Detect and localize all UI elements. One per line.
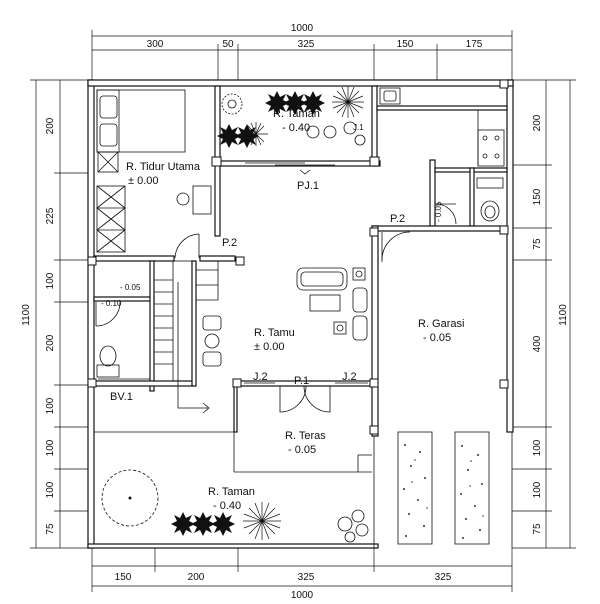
- dim-top-4: 150: [397, 39, 414, 50]
- dimension-bottom: 150 200 325 325 1000: [91, 548, 513, 601]
- garage-door: [381, 231, 411, 262]
- kitchen-fixtures: [379, 87, 505, 167]
- window-label-j1: J.1: [353, 123, 364, 132]
- bath-fixtures: [95, 301, 150, 380]
- room-level-teras: - 0.05: [288, 444, 316, 456]
- room-label-taman-top: R. Taman: [273, 108, 320, 120]
- desk: [176, 185, 212, 215]
- service-toilet: [435, 177, 504, 225]
- dim-right-6: 100: [532, 481, 543, 498]
- dim-right-1: 200: [532, 114, 543, 131]
- dimension-right: 200 150 75 400 100 100 75 1100: [512, 79, 576, 549]
- room-level-garasi: - 0.05: [423, 332, 451, 344]
- dimension-top: 1000 300 50 325 150 175: [91, 23, 513, 80]
- dim-left-2: 225: [45, 207, 56, 224]
- dim-left-3: 100: [45, 272, 56, 289]
- window-label-bv1: BV.1: [110, 391, 133, 403]
- room-level-taman-top: - 0.40: [282, 122, 310, 134]
- door-label-pj1: PJ.1: [297, 180, 319, 192]
- stairs: [153, 260, 219, 414]
- room-level-tamu: ± 0.00: [254, 341, 285, 353]
- level-service: - 0.05: [434, 201, 443, 222]
- window-label-j2-left: J.2: [253, 371, 268, 383]
- level-bath-2: - 0.10: [101, 299, 122, 308]
- dim-top-3: 325: [298, 39, 315, 50]
- dim-left-7: 100: [45, 481, 56, 498]
- dim-left-4: 200: [45, 334, 56, 351]
- driveway-strips: [397, 431, 490, 545]
- living-furniture: [202, 267, 368, 367]
- level-bath-1: - 0.05: [120, 283, 141, 292]
- room-label-teras: R. Teras: [285, 430, 326, 442]
- dim-right-5: 100: [532, 439, 543, 456]
- bottom-garden-plants: [101, 469, 369, 543]
- dim-bottom-1: 150: [115, 572, 132, 583]
- sliding-door-pj1: [245, 162, 335, 175]
- bedroom-door: [174, 233, 200, 259]
- dim-right-2: 150: [532, 188, 543, 205]
- room-label-taman-bottom: R. Taman: [208, 486, 255, 498]
- room-label-tidur-utama: R. Tidur Utama: [126, 161, 201, 173]
- dim-left-5: 100: [45, 397, 56, 414]
- room-label-garasi: R. Garasi: [418, 318, 464, 330]
- door-label-p2-bedroom: P.2: [222, 237, 237, 249]
- living-openings: [244, 382, 368, 413]
- dim-right-3: 75: [532, 238, 543, 250]
- door-label-p1: P.1: [294, 375, 309, 387]
- dim-top-total: 1000: [291, 23, 314, 34]
- room-label-tamu: R. Tamu: [254, 327, 295, 339]
- top-garden-plants: [217, 86, 366, 148]
- outer-walls: [87, 79, 514, 549]
- room-level-taman-bottom: - 0.40: [213, 500, 241, 512]
- dim-top-5: 175: [466, 39, 483, 50]
- dim-bottom-3: 325: [298, 572, 315, 583]
- dim-left-6: 100: [45, 439, 56, 456]
- dim-right-7: 75: [532, 523, 543, 535]
- dim-bottom-4: 325: [435, 572, 452, 583]
- wardrobe: [96, 185, 126, 253]
- dim-top-2: 50: [222, 39, 234, 50]
- dim-right-total: 1100: [558, 304, 569, 326]
- dim-left-8: 75: [45, 523, 56, 535]
- dim-bottom-total: 1000: [291, 590, 314, 601]
- bed: [96, 89, 186, 173]
- columns: [87, 79, 509, 435]
- interior-walls: [93, 85, 508, 473]
- room-level-tidur-utama: ± 0.00: [128, 175, 159, 187]
- dim-left-1: 200: [45, 117, 56, 134]
- dimension-left: 1100 200 225 100 200 100 100 100 75: [21, 79, 92, 549]
- dim-right-4: 400: [532, 335, 543, 352]
- dim-top-1: 300: [147, 39, 164, 50]
- window-label-j2-right: J.2: [342, 371, 357, 383]
- door-label-p2-garage: P.2: [390, 213, 405, 225]
- dim-bottom-2: 200: [188, 572, 205, 583]
- dim-left-total: 1100: [21, 304, 32, 326]
